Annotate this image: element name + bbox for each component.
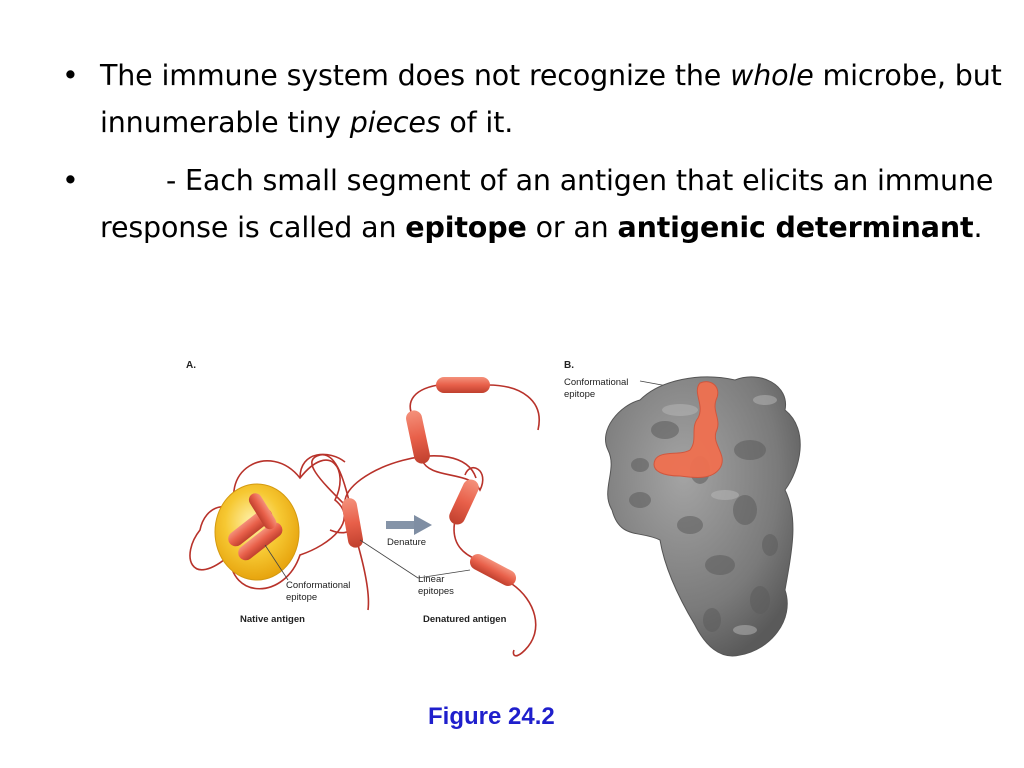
emphasis-pieces: pieces (349, 106, 441, 139)
denature-label: Denature (387, 537, 426, 548)
linear-epitope-label-2: epitopes (418, 586, 454, 597)
denature-arrow (386, 515, 432, 535)
panel-b-epitope-label-2: epitope (564, 389, 595, 400)
denatured-antigen-helices (341, 377, 517, 586)
bullet-text: - Each small segment of an antigen that … (100, 164, 994, 244)
native-epitope-label-2: epitope (286, 592, 317, 603)
emphasis-whole: whole (730, 59, 814, 92)
native-antigen-caption: Native antigen (240, 614, 305, 625)
linear-epitope-leaders (359, 539, 471, 579)
native-epitope-label-1: Conformational (286, 580, 350, 591)
panel-b-epitope-label-1: Conformational (564, 377, 628, 388)
bullet-item-epitope-definition: • - Each small segment of an antigen tha… (62, 157, 1002, 251)
bullet-text: . (973, 211, 983, 244)
bullet-list: • The immune system does not recognize t… (62, 52, 1002, 262)
bullet-marker: • (62, 59, 79, 92)
bullet-text: of it. (440, 106, 514, 139)
native-antigen-globule (214, 483, 300, 581)
bullet-text: microbe, but innumerable tiny (100, 59, 1002, 139)
term-epitope: epitope (405, 211, 527, 244)
figure-caption: Figure 24.2 (428, 703, 555, 730)
linear-epitope-label-1: Linear (418, 574, 444, 585)
bullet-text: or an (526, 211, 618, 244)
term-antigenic-determinant: antigenic determinant (617, 211, 974, 244)
bullet-text: The immune system does not recognize the (100, 59, 731, 92)
bullet-item-whole-microbe: • The immune system does not recognize t… (62, 52, 1002, 146)
native-antigen-helices (228, 493, 283, 561)
denatured-antigen-caption: Denatured antigen (423, 614, 507, 625)
conformational-epitope-patch (653, 381, 723, 479)
bullet-marker: • (62, 164, 79, 197)
panel-b-label: B. (564, 360, 574, 371)
protein-surface (605, 376, 801, 657)
native-epitope-leader (264, 544, 289, 581)
panel-a-label: A. (186, 360, 196, 371)
